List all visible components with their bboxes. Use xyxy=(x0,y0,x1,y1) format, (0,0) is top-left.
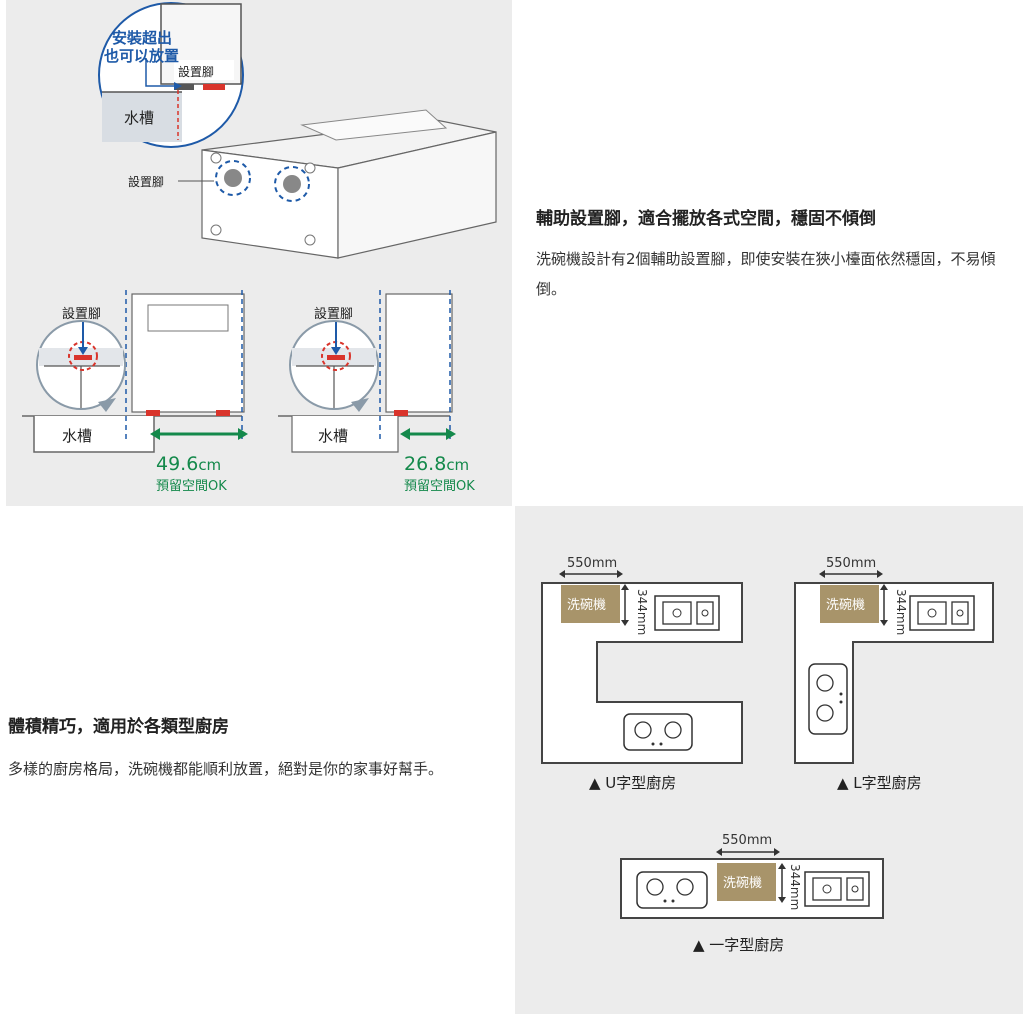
stand-label-front: 設置腳 xyxy=(62,306,101,322)
stand-section-description: 洗碗機設計有2個輔助設置腳，即使安裝在狹小檯面依然穩固，不易傾倒。 xyxy=(536,250,996,298)
l-width-dim: 550mm xyxy=(826,556,876,571)
kitchen-layouts-diagram: 550mm 洗碗機 344mm ▲ U字型廚房 550mm 洗碗機 xyxy=(541,556,994,954)
stand-label-side: 設置腳 xyxy=(314,306,353,322)
kitchen-layouts-panel: 550mm 洗碗機 344mm ▲ U字型廚房 550mm 洗碗機 xyxy=(515,506,1023,1014)
i-depth-dim: 344mm xyxy=(788,864,802,910)
front-clearance-unit: cm xyxy=(198,456,221,474)
side-clearance-unit: cm xyxy=(446,456,469,474)
front-view-diagram xyxy=(22,290,248,453)
u-depth-dim: 344mm xyxy=(635,589,649,635)
overhang-note-line2: 也可以放置 xyxy=(104,47,179,65)
installation-diagram-panel: 安裝超出 也可以放置 設置腳 水槽 設置腳 xyxy=(6,0,512,506)
installation-diagram: 安裝超出 也可以放置 設置腳 水槽 設置腳 xyxy=(22,2,497,494)
l-kitchen-caption: ▲ L字型廚房 xyxy=(837,774,922,792)
kitchen-section-title: 體積精巧，適用於各類型廚房 xyxy=(8,717,229,737)
u-width-dim: 550mm xyxy=(567,556,617,571)
sink-label-zoom: 水槽 xyxy=(124,109,154,127)
u-kitchen-layout xyxy=(541,570,743,764)
stand-label-isometric: 設置腳 xyxy=(128,174,164,189)
sink-label-front: 水槽 xyxy=(62,427,92,445)
kitchen-section-description: 多樣的廚房格局，洗碗機都能順利放置，絕對是你的家事好幫手。 xyxy=(8,760,444,778)
i-kitchen-layout xyxy=(620,848,884,919)
u-dishwasher-label: 洗碗機 xyxy=(567,597,606,613)
front-clearance-value: 49.6 xyxy=(156,453,198,475)
front-ok-label: 預留空間OK xyxy=(156,479,227,494)
l-dishwasher-label: 洗碗機 xyxy=(826,597,865,613)
l-depth-dim: 344mm xyxy=(894,589,908,635)
l-kitchen-layout xyxy=(794,570,994,764)
overhang-note-line1: 安裝超出 xyxy=(112,29,172,47)
svg-text:49.6cm: 49.6cm xyxy=(156,453,221,475)
side-view-diagram xyxy=(278,290,456,453)
dishwasher-block xyxy=(717,863,776,901)
i-kitchen-caption: ▲ 一字型廚房 xyxy=(693,936,784,954)
stand-label-zoom: 設置腳 xyxy=(178,64,214,79)
dishwasher-block xyxy=(820,585,879,623)
u-kitchen-caption: ▲ U字型廚房 xyxy=(589,774,676,792)
side-clearance-value: 26.8 xyxy=(404,453,446,475)
i-width-dim: 550mm xyxy=(722,833,772,848)
svg-text:26.8cm: 26.8cm xyxy=(404,453,469,475)
dishwasher-isometric xyxy=(178,109,497,259)
stand-section-title: 輔助設置腳，適合擺放各式空間，穩固不傾倒 xyxy=(536,209,876,229)
overhang-zoom-circle xyxy=(98,2,244,148)
side-ok-label: 預留空間OK xyxy=(404,479,475,494)
sink-label-side: 水槽 xyxy=(318,427,348,445)
i-dishwasher-label: 洗碗機 xyxy=(723,875,762,891)
dishwasher-block xyxy=(561,585,620,623)
